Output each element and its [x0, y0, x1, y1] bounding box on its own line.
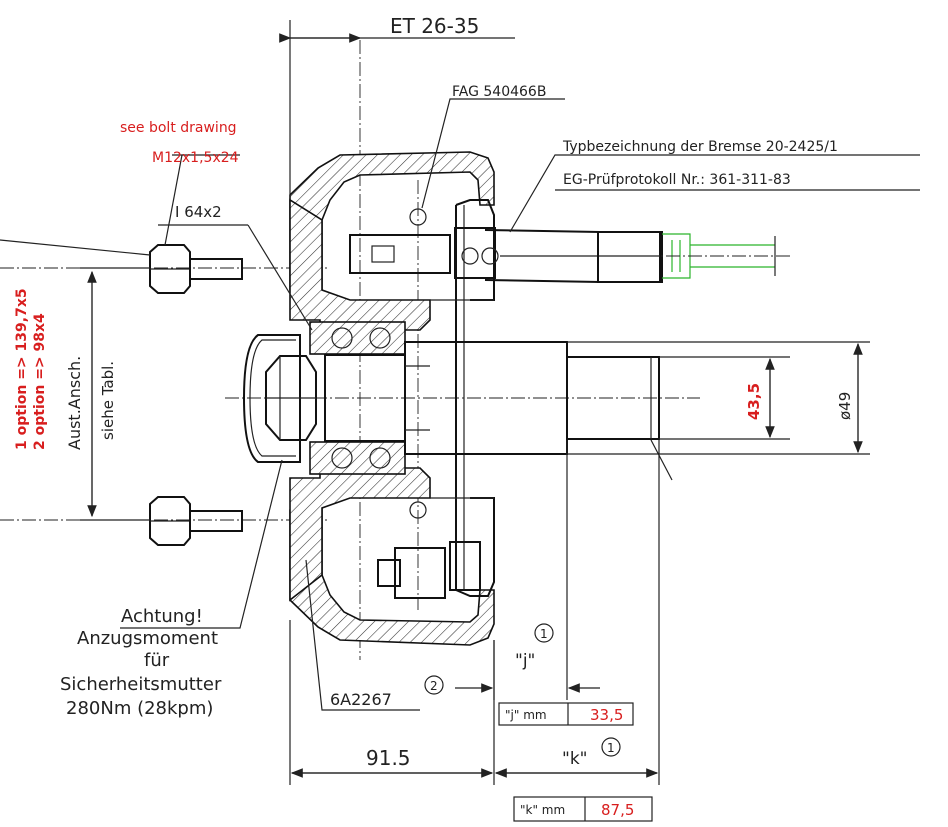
circle-marker-2: [424, 675, 444, 695]
label-fag: FAG 540466B: [452, 84, 546, 100]
dimension-43-5: [659, 356, 790, 440]
label-anzugsmoment: Anzugsmoment: [77, 628, 218, 649]
leader-lines: [0, 98, 920, 711]
wheel-bolt-lower: [149, 496, 243, 546]
circle-1-text-k: 1: [607, 741, 615, 755]
label-bolt-size: M12x1,5x24: [152, 150, 239, 166]
brake-cable: [484, 229, 790, 283]
label-ring: I 64x2: [175, 203, 222, 221]
label-achtung: Achtung!: [121, 606, 203, 627]
table-k: "k" mm 87,5: [513, 796, 653, 822]
table-j-value: 33,5: [590, 706, 623, 724]
label-option-1: 1 option => 139,7x5: [14, 288, 30, 450]
axle-shaft: [404, 341, 660, 455]
wheel-bolt-upper: [149, 244, 243, 294]
brake-shoe-mechanism-upper: [349, 208, 499, 279]
dimension-et: [279, 20, 515, 200]
label-fuer: für: [144, 650, 170, 671]
label-j: "j": [515, 651, 535, 671]
table-k-label: "k" mm: [520, 803, 565, 817]
hub-cap: [242, 334, 301, 463]
circle-marker-1-j: [534, 623, 554, 643]
circle-2-text: 2: [430, 679, 438, 693]
label-siehe-tabl: siehe Tabl.: [99, 361, 117, 440]
table-k-value: 87,5: [601, 801, 634, 819]
circle-marker-1-k: [601, 737, 621, 757]
brake-drum: [289, 151, 495, 646]
label-et: ET 26-35: [390, 14, 479, 38]
bearing: [309, 321, 406, 475]
dimension-k: [494, 440, 660, 785]
label-sicherheitsmutter: Sicherheitsmutter: [60, 674, 222, 695]
axle-nut: [265, 355, 317, 441]
circle-1-text-j: 1: [540, 627, 548, 641]
label-eg: EG-Prüfprotokoll Nr.: 361-311-83: [563, 172, 791, 188]
dimension-bolt-circle: [80, 267, 150, 521]
label-6a2267: 6A2267: [330, 690, 392, 709]
label-see-bolt: see bolt drawing: [120, 120, 237, 136]
dimension-j: [455, 440, 600, 700]
label-91-5: 91.5: [366, 746, 411, 770]
table-j-label: "j" mm: [505, 708, 547, 722]
dimension-49: [567, 341, 870, 455]
label-aust-ansch: Aust.Ansch.: [65, 356, 84, 450]
table-j: "j" mm 33,5: [498, 702, 634, 726]
label-typ: Typbezeichnung der Bremse 20-2425/1: [562, 139, 838, 155]
label-option-2: 2 option => 98x4: [32, 313, 48, 450]
label-280nm: 280Nm (28kpm): [66, 698, 213, 719]
label-43-5: 43,5: [745, 383, 763, 420]
brake-shoe-mechanism-lower: [377, 501, 481, 599]
label-k: "k": [562, 749, 587, 769]
label-diameter-49: ø49: [836, 392, 854, 420]
